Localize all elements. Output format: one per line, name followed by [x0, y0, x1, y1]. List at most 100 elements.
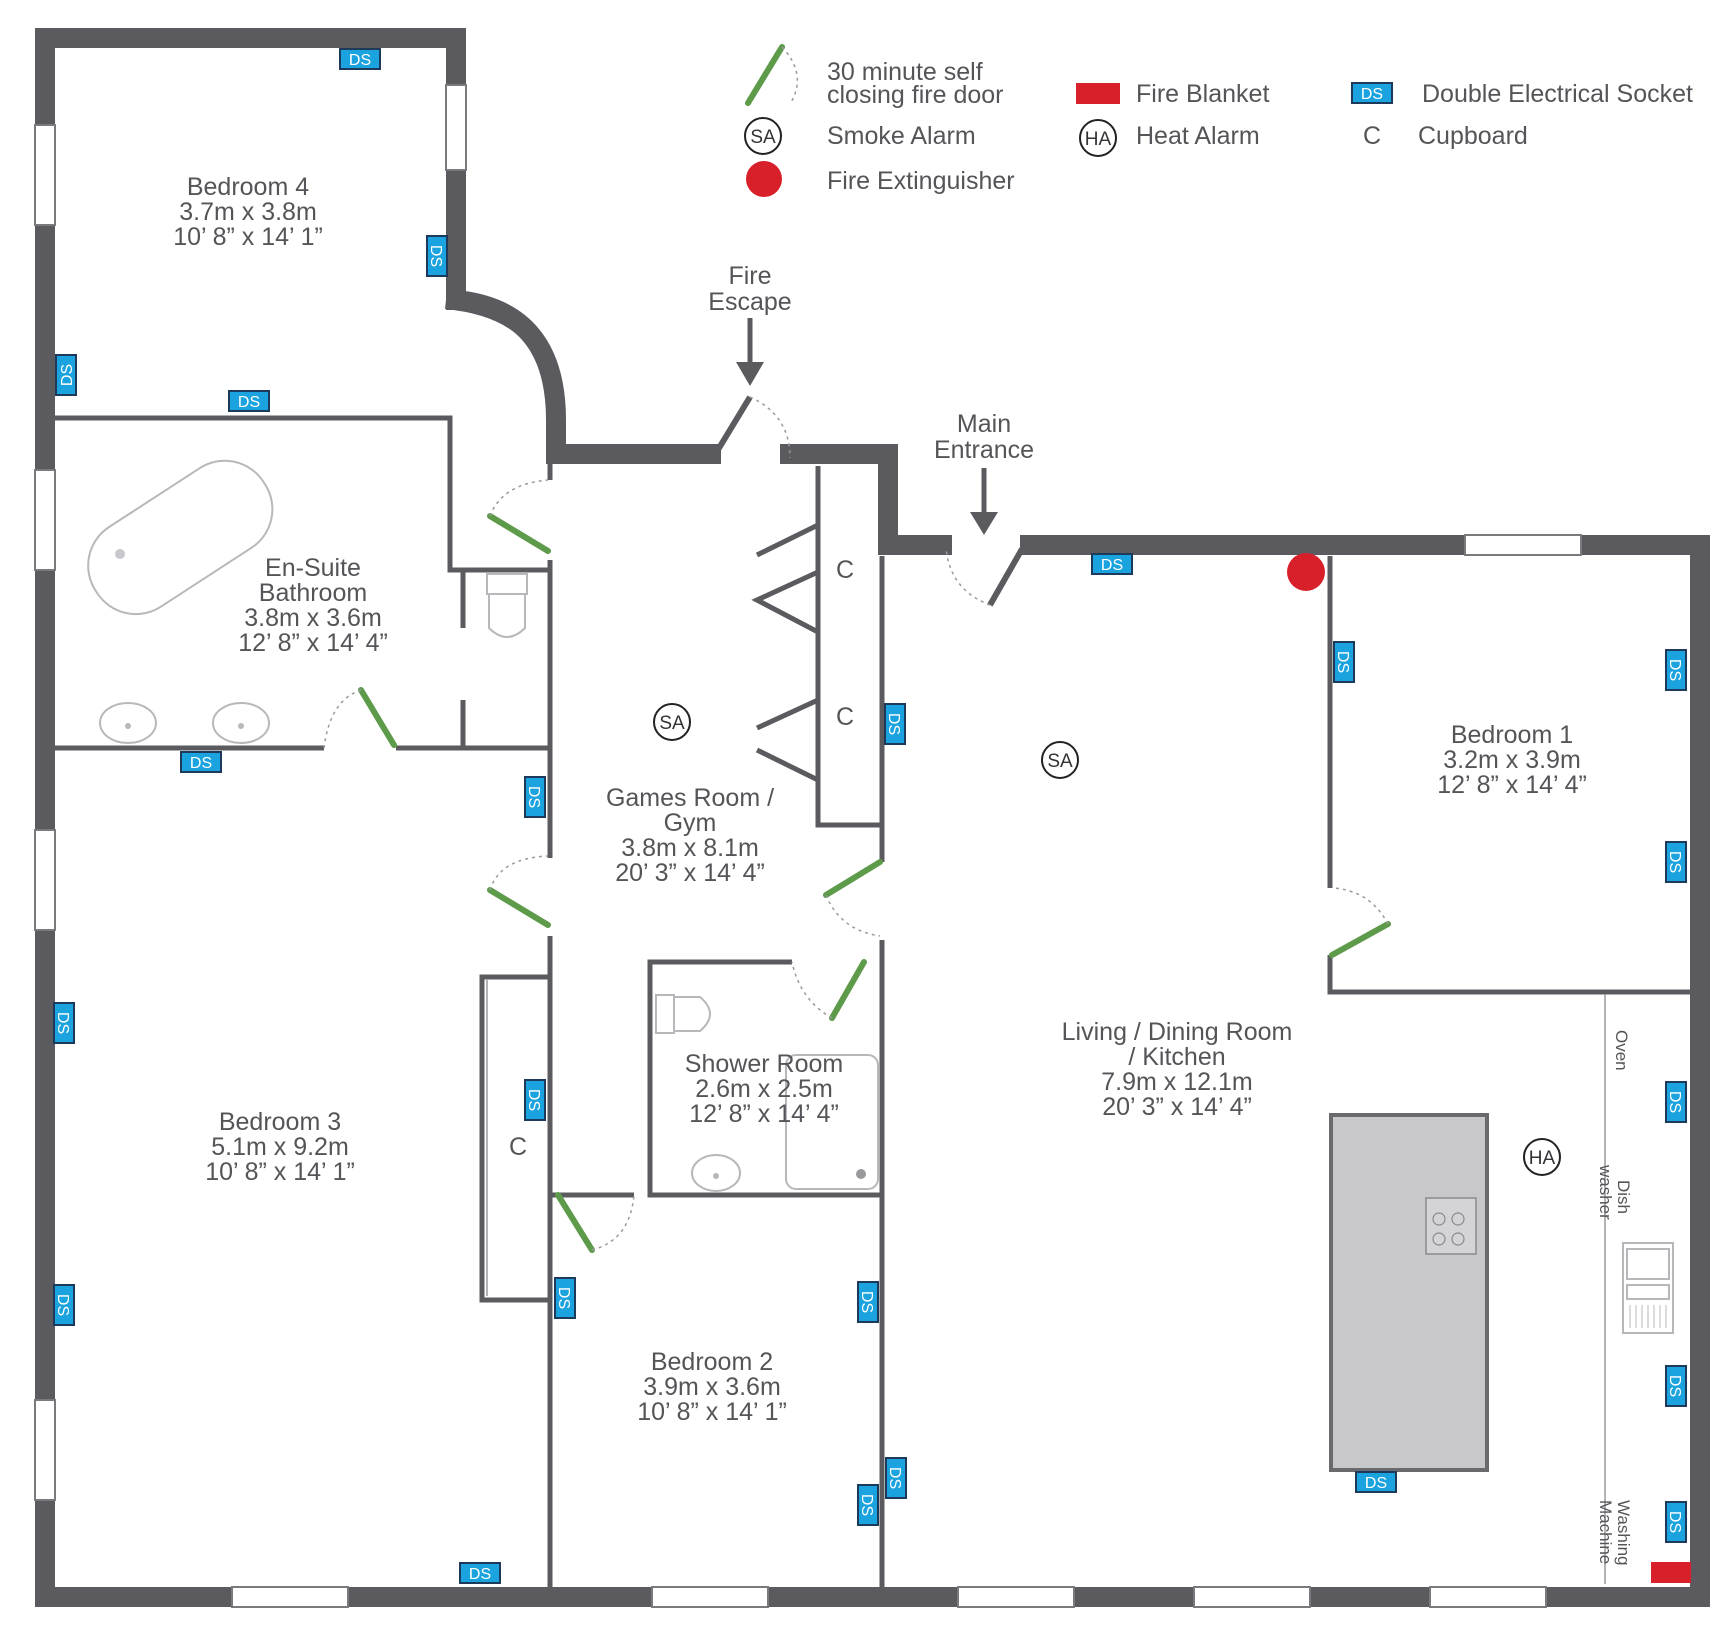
socket-icon: DS [53, 1002, 75, 1044]
svg-text:3.8m x 3.6m: 3.8m x 3.6m [244, 604, 382, 632]
svg-text:DS: DS [1666, 659, 1683, 681]
svg-text:12’ 8” x 14’ 4”: 12’ 8” x 14’ 4” [689, 1100, 839, 1128]
svg-text:DS: DS [525, 1089, 542, 1111]
svg-text:SA: SA [750, 127, 776, 148]
svg-text:washer: washer [1596, 1164, 1615, 1220]
fire-door [487, 513, 551, 554]
svg-text:Dish: Dish [1614, 1180, 1633, 1214]
svg-text:DS: DS [427, 245, 444, 267]
svg-text:DS: DS [1666, 1375, 1683, 1397]
main-entrance-label: Main Entrance [934, 410, 1034, 464]
svg-text:Escape: Escape [708, 288, 791, 316]
legend-heat-alarm: Heat Alarm [1136, 122, 1260, 150]
interior-walls [45, 415, 1690, 1597]
sink-icon [1622, 1242, 1674, 1334]
toilet-icon [486, 573, 528, 638]
smoke-alarm-icon: SA [744, 117, 782, 155]
fire-escape-label: Fire Escape [708, 262, 791, 316]
socket-icon: DS [1665, 1365, 1687, 1407]
legend-smoke-alarm: Smoke Alarm [827, 122, 976, 150]
svg-text:DS: DS [349, 52, 371, 69]
room-shower: Shower Room 2.6m x 2.5m 12’ 8” x 14’ 4” [685, 1050, 843, 1128]
svg-text:Living / Dining Room: Living / Dining Room [1062, 1018, 1293, 1046]
svg-text:3.8m x 8.1m: 3.8m x 8.1m [621, 834, 759, 862]
fire-door [555, 1192, 595, 1253]
fire-door [1329, 921, 1391, 958]
socket-icon: DS [1091, 553, 1133, 575]
svg-text:SA: SA [659, 713, 685, 734]
svg-text:DS: DS [885, 713, 902, 735]
svg-text:Entrance: Entrance [934, 436, 1034, 464]
svg-text:Shower Room: Shower Room [685, 1050, 843, 1078]
svg-text:3.9m x 3.6m: 3.9m x 3.6m [643, 1373, 781, 1401]
kitchen-island [1329, 1113, 1489, 1472]
room-bedroom-3: Bedroom 3 5.1m x 9.2m 10’ 8” x 14’ 1” [205, 1108, 355, 1186]
cupboard-label: C [836, 703, 854, 731]
svg-text:HA: HA [1085, 129, 1112, 150]
legend-fire-door-line2: closing fire door [827, 81, 1003, 109]
svg-text:Bathroom: Bathroom [259, 579, 367, 607]
cupboard-label: C [509, 1133, 527, 1161]
svg-text:DS: DS [886, 1467, 903, 1489]
socket-icon: DS [1665, 841, 1687, 883]
svg-text:Bedroom 4: Bedroom 4 [187, 173, 309, 201]
socket-icon: DS [53, 1284, 75, 1326]
fire-door [823, 859, 883, 898]
main-entrance-door [987, 547, 1025, 607]
sockets: DS DS DS DS DS DS DS DS DS DS DS DS DS D… [53, 48, 1687, 1584]
socket-icon: DS [885, 1457, 907, 1499]
svg-text:20’ 3” x 14’ 4”: 20’ 3” x 14’ 4” [1102, 1093, 1252, 1121]
smoke-alarm: SA [1041, 741, 1079, 779]
socket-icon: DS [857, 1484, 879, 1526]
socket-icon: DS [1355, 1471, 1397, 1493]
legend-fire-door-line1: 30 minute self [827, 58, 983, 86]
svg-text:DS: DS [59, 364, 76, 386]
svg-text:DS: DS [1666, 1511, 1683, 1533]
svg-text:DS: DS [1666, 1091, 1683, 1113]
svg-text:Fire: Fire [728, 262, 771, 290]
room-bedroom-2: Bedroom 2 3.9m x 3.6m 10’ 8” x 14’ 1” [637, 1348, 787, 1426]
svg-text:DS: DS [469, 1566, 491, 1583]
fire-escape-door [710, 395, 753, 460]
legend-fire-extinguisher: Fire Extinguisher [827, 167, 1015, 195]
svg-text:Bedroom 3: Bedroom 3 [219, 1108, 341, 1136]
socket-icon: DS [554, 1277, 576, 1319]
windows [34, 84, 1582, 1608]
svg-text:10’ 8” x 14’ 1”: 10’ 8” x 14’ 1” [173, 223, 323, 251]
svg-text:3.2m x 3.9m: 3.2m x 3.9m [1443, 746, 1581, 774]
svg-text:20’ 3” x 14’ 4”: 20’ 3” x 14’ 4” [615, 859, 765, 887]
socket-icon: DS [1333, 641, 1355, 683]
svg-text:Oven: Oven [1612, 1030, 1631, 1071]
fire-doors [323, 395, 1391, 1253]
room-bedroom-4: Bedroom 4 3.7m x 3.8m 10’ 8” x 14’ 1” [173, 173, 323, 251]
svg-text:DS: DS [1666, 851, 1683, 873]
svg-text:12’ 8” x 14’ 4”: 12’ 8” x 14’ 4” [1437, 771, 1587, 799]
svg-text:Machine: Machine [1596, 1500, 1615, 1564]
socket-icon: DS [426, 235, 448, 277]
cupboard-symbol: C [1363, 122, 1381, 150]
room-bedroom-1: Bedroom 1 3.2m x 3.9m 12’ 8” x 14’ 4” [1437, 721, 1587, 799]
socket-icon: DS [524, 1079, 546, 1121]
svg-text:DS: DS [1101, 557, 1123, 574]
socket-icon: DS [857, 1281, 879, 1323]
basin-icon-shower [691, 1154, 741, 1192]
hob-icon [1425, 1197, 1477, 1255]
socket-icon: DS [1665, 1081, 1687, 1123]
fire-door [829, 959, 867, 1021]
svg-text:Games Room /: Games Room / [606, 784, 774, 812]
svg-text:3.7m x 3.8m: 3.7m x 3.8m [179, 198, 317, 226]
svg-text:DS: DS [555, 1287, 572, 1309]
basin-icon [99, 702, 270, 744]
socket-icon: DS [459, 1562, 501, 1584]
svg-text:Main: Main [957, 410, 1011, 438]
svg-text:DS: DS [525, 786, 542, 808]
fire-door [487, 887, 551, 928]
kitchen-appliance-labels: Oven Dish washer Washing Machine [1596, 1030, 1633, 1566]
svg-text:HA: HA [1529, 1148, 1556, 1169]
svg-text:12’ 8” x 14’ 4”: 12’ 8” x 14’ 4” [238, 629, 388, 657]
svg-text:Bedroom 2: Bedroom 2 [651, 1348, 773, 1376]
legend: 30 minute self closing fire door SA Smok… [744, 44, 1693, 197]
bath-icon [87, 459, 274, 616]
svg-text:DS: DS [238, 394, 260, 411]
